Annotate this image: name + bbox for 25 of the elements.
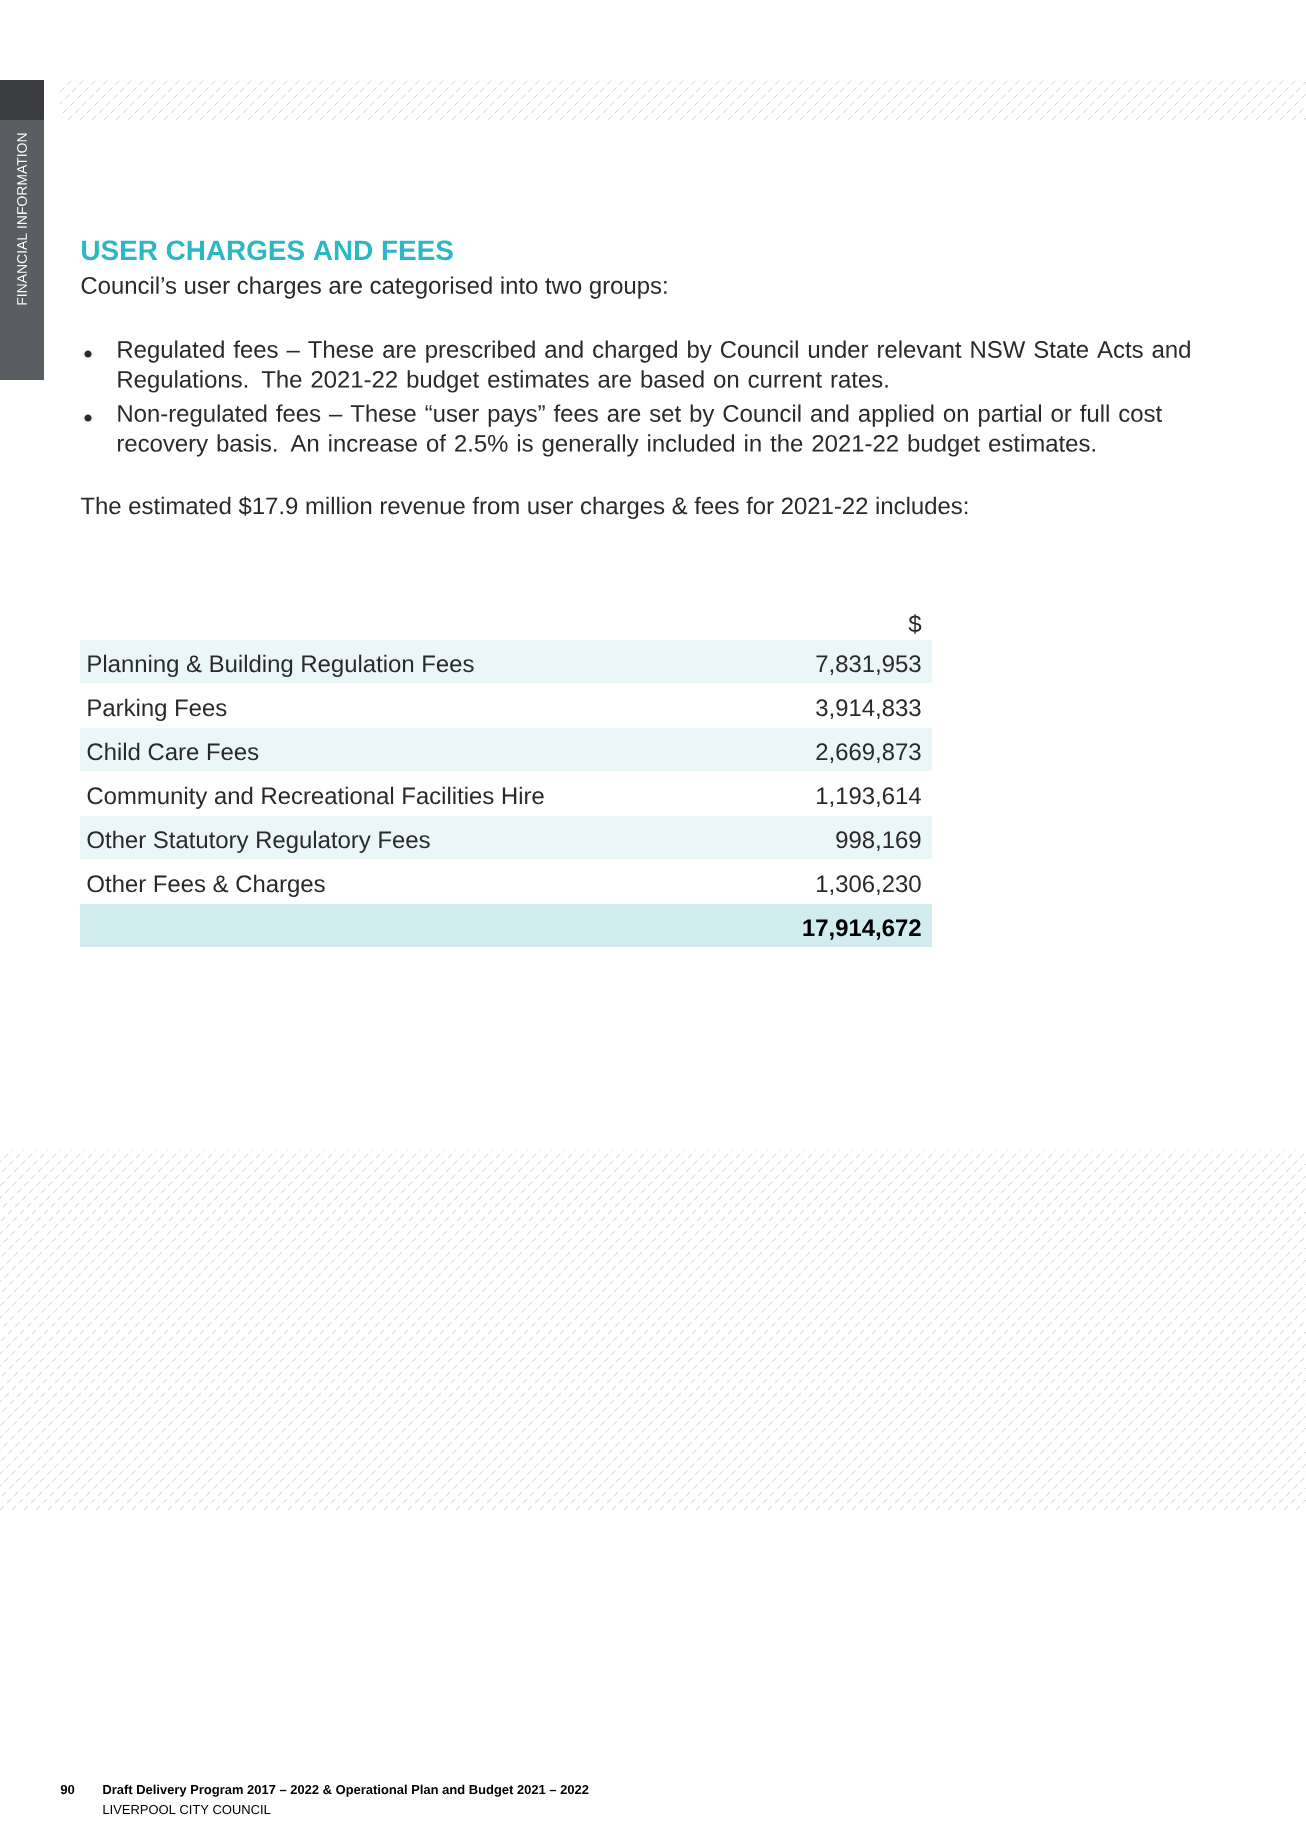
table-row: Community and Recreational Facilities Hire 1,193,614 [80,772,932,815]
section-heading: USER CHARGES AND FEES [82,240,453,261]
label: 1,193,614 [817,787,921,808]
label: 1,306,230 [817,875,921,896]
label: 7,831,953 [816,655,921,676]
summary-text: The estimated $17.9 million revenue from user charges & fees for 2021-22 includes: [80,496,968,520]
label: Planning & Building Regulation Fees [88,654,474,677]
label: Other Statutory Regulatory Fees [87,830,430,853]
label: Parking Fees [88,698,227,721]
label: Child Care Fees [87,742,259,761]
bullet-text: Non-regulated fees – These “user pays” fees are set by Council and applied on partial or full cost recovery basis. An increase of 2.5% is generally included in the 2021-22 budget estimates. [118,404,1162,457]
label: Community and Recreational Facilities Hire [87,786,544,809]
table-header: $ [908,614,922,634]
table-row: Parking Fees 3,914,833 [80,684,932,727]
table-row: Child Care Fees 2,669,873 [80,728,932,771]
table-row: Other Statutory Regulatory Fees 998,169 [80,816,932,859]
label: Other Fees & Charges [87,874,325,897]
label: 3,914,833 [816,699,921,720]
total-row: 17,914,672 [80,904,932,947]
bullet-text: Regulated fees – These are prescribed and charged by Council under relevant NSW State Acts and Regulations. The 2021-22 budget estimates are based on current rates. [118,340,1190,393]
table-row: Planning & Building Regulation Fees 7,831,953 [80,640,932,683]
label: 998,169 [836,831,921,852]
intro-text: Council’s user charges are categorised into two groups: [81,276,667,299]
label: 2,669,873 [816,743,921,764]
table-row: Other Fees & Charges 1,306,230 [80,860,932,903]
